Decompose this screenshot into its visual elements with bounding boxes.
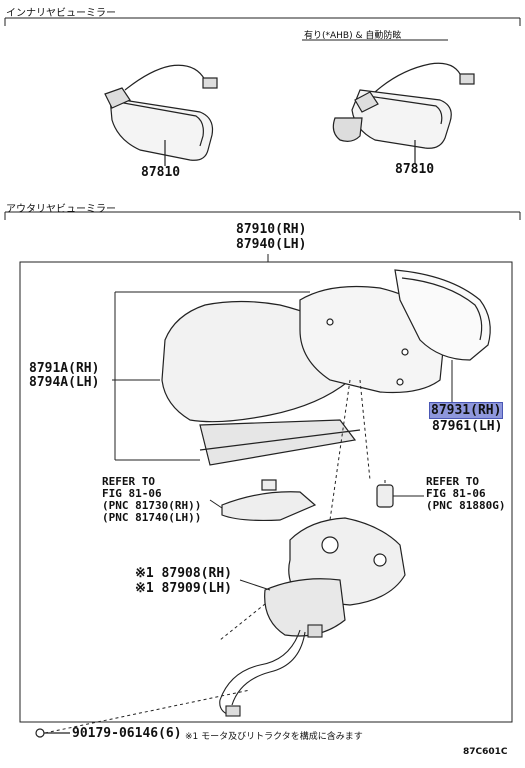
part-number-cover-rh: 8791A(RH) [29,361,100,376]
section-title-inner: インナリヤビューミラー [6,8,116,19]
inner-mirror-left-drawing [104,64,218,166]
footnote: ※1 モータ及びリトラクタを構成に含みます [185,732,363,742]
highlighted-part-label[interactable]: 87931(RH) [428,402,504,419]
bulb-drawing [376,484,394,508]
inner-variant-label: 有り(*AHB) & 自動防眩 [304,31,402,41]
mirror-housing-drawing [299,269,491,394]
refer-right-line2: FIG 81-06 [426,487,486,500]
part-number-motor-rh: ※1 87908(RH) [135,566,232,581]
part-number-assembly-rh: 87910(RH) [236,222,307,237]
refer-left-line3: (PNC 81730(RH)) [102,499,202,512]
wire-harness-drawing [219,624,323,717]
part-number-bolt: 90179-06146(6) [72,726,182,741]
part-number-assembly-lh: 87940(LH) [236,237,307,252]
refer-right-line1: REFER TO [426,475,479,488]
retractor-motor-drawing [264,517,406,637]
refer-left-line4: (PNC 81740(LH)) [102,511,202,524]
part-number-glass-lh: 87961(LH) [432,419,503,434]
figure-code: 87C601C [463,747,508,757]
part-number-inner-right: 87810 [395,162,435,177]
refer-left-line1: REFER TO [102,475,155,488]
inner-mirror-right-drawing [332,62,475,164]
refer-left-line2: FIG 81-06 [102,487,162,500]
part-number-cover-lh: 8794A(LH) [29,375,100,390]
part-number-motor-lh: ※1 87909(LH) [135,581,232,596]
part-number-glass-rh[interactable]: 87931(RH) [428,402,504,419]
part-number-inner-left: 87810 [141,165,181,180]
refer-right-line3: (PNC 81880G) [426,499,506,512]
bolt-drawing [35,728,70,738]
turn-signal-drawing [221,479,317,522]
section-title-outer: アウタリヤビューミラー [6,204,116,215]
